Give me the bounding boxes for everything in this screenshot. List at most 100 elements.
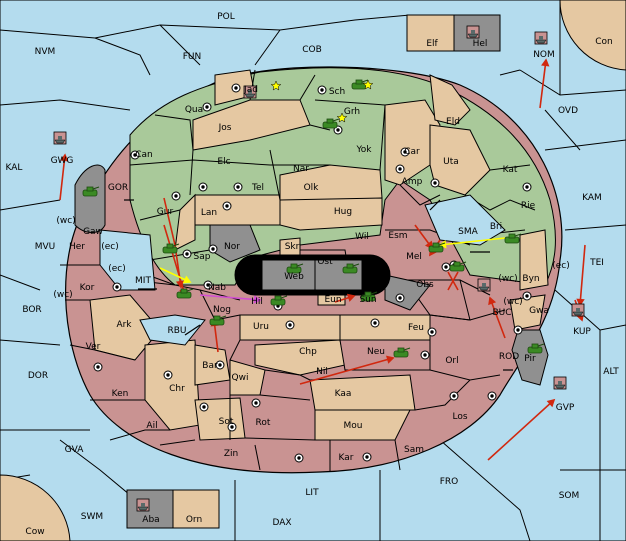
supply-center-dot (182, 249, 192, 259)
territory-label: OVD (558, 106, 578, 116)
territory-neu[interactable] (339, 339, 431, 371)
territory-label: ROD (499, 352, 519, 362)
supply-center-dot (227, 422, 237, 432)
territory-label: MIT (135, 276, 151, 286)
supply-center-dot (294, 453, 304, 463)
fleet-unit-icon[interactable] (136, 498, 150, 512)
territory-con[interactable] (559, 0, 626, 71)
fleet-unit-icon[interactable] (466, 25, 480, 39)
territory-label: Rie (521, 201, 536, 211)
army-unit-icon[interactable] (449, 261, 467, 272)
territory-label: Amp (402, 177, 423, 187)
army-unit-icon[interactable] (82, 186, 100, 197)
army-unit-icon[interactable] (322, 118, 340, 129)
territory-label: BOR (22, 305, 41, 315)
territory-label: Qwi (232, 373, 249, 383)
supply-center-dot (231, 83, 241, 93)
territory-label: Cow (25, 527, 44, 537)
territory-label: Hug (334, 207, 352, 217)
supply-center-dot (449, 391, 459, 401)
supply-center-dot (208, 244, 218, 254)
territory-gwa[interactable] (509, 294, 546, 331)
territory-label: FRO (440, 477, 459, 487)
territory-label: Kaa (335, 389, 352, 399)
territory-kaa[interactable] (309, 374, 416, 411)
star-icon (362, 79, 374, 90)
territory-label: Tel (251, 183, 264, 193)
territory-label: (wc) (503, 297, 522, 307)
army-unit-icon[interactable] (504, 233, 522, 244)
order-arrow (159, 267, 192, 284)
territory-orn[interactable] (172, 489, 220, 529)
territory-label: Bri (490, 222, 502, 232)
supply-center-dot (513, 325, 523, 335)
territory-chp[interactable] (254, 339, 346, 376)
territory-label: Sch (329, 87, 345, 97)
territory-hug[interactable] (279, 197, 383, 231)
territory-label: (wc) (53, 290, 72, 300)
territory-label: Kar (339, 453, 354, 463)
fleet-unit-icon[interactable] (571, 303, 585, 317)
fleet-unit-icon[interactable] (243, 85, 257, 99)
army-unit-icon[interactable] (270, 295, 288, 306)
territory-mou[interactable] (314, 409, 411, 441)
territory-sun-gray[interactable] (384, 274, 431, 311)
territory-gur-east[interactable] (174, 193, 196, 251)
territory-label: SMA (458, 227, 478, 237)
supply-center-dot (199, 402, 209, 412)
supply-center-dot (522, 291, 532, 301)
fleet-unit-icon[interactable] (477, 278, 491, 292)
supply-center-dot (395, 164, 405, 174)
territory-pir[interactable] (511, 329, 549, 386)
territory-label: Orn (186, 515, 202, 525)
territory-label: Esm (388, 231, 407, 241)
territory-label: LIT (305, 488, 319, 498)
supply-center-dot (130, 150, 140, 160)
army-unit-icon[interactable] (527, 343, 545, 354)
units (53, 25, 585, 512)
army-unit-icon[interactable] (162, 243, 180, 254)
territory-elf[interactable] (406, 14, 455, 52)
army-unit-icon[interactable] (428, 242, 446, 253)
fleet-unit-icon[interactable] (53, 131, 67, 145)
territory-label: Elf (426, 39, 438, 49)
territory-label: COB (302, 45, 322, 55)
territory-label: Can (135, 150, 153, 160)
territory-label: DOR (28, 371, 48, 381)
territory-label: Ail (146, 421, 157, 431)
army-unit-icon[interactable] (286, 263, 304, 274)
territory-label: Sam (404, 445, 424, 455)
supply-center-dot (285, 320, 295, 330)
territory-label: Nab (208, 283, 226, 293)
territory-label: Sap (194, 252, 211, 262)
territory-eld[interactable] (429, 74, 471, 126)
territory-label: Skr (285, 242, 300, 252)
supply-center-dot (171, 191, 181, 201)
territory-label: Yok (355, 145, 372, 155)
territory-label: GVA (65, 445, 85, 455)
supply-center-dot (362, 452, 372, 462)
territory-label: POL (217, 12, 235, 22)
army-unit-icon[interactable] (351, 79, 369, 90)
army-unit-icon[interactable] (209, 315, 227, 326)
fleet-unit-icon[interactable] (553, 376, 567, 390)
fleet-unit-icon[interactable] (534, 31, 548, 45)
army-unit-icon[interactable] (176, 288, 194, 299)
territory-label: Eld (446, 117, 460, 127)
territory-label: Chr (169, 384, 185, 394)
territory-label: KAL (6, 163, 23, 173)
army-unit-icon[interactable] (342, 263, 360, 274)
territory-label: GOR (108, 183, 128, 193)
territory-label: KAM (582, 193, 602, 203)
territory-label: NVM (35, 47, 56, 57)
territory-cow[interactable] (0, 474, 71, 541)
territory-byn[interactable] (519, 229, 549, 291)
army-unit-icon[interactable] (360, 291, 378, 302)
territory-label: Sun (359, 295, 376, 305)
army-unit-icon[interactable] (393, 347, 411, 358)
territory-gaw[interactable] (74, 164, 106, 233)
